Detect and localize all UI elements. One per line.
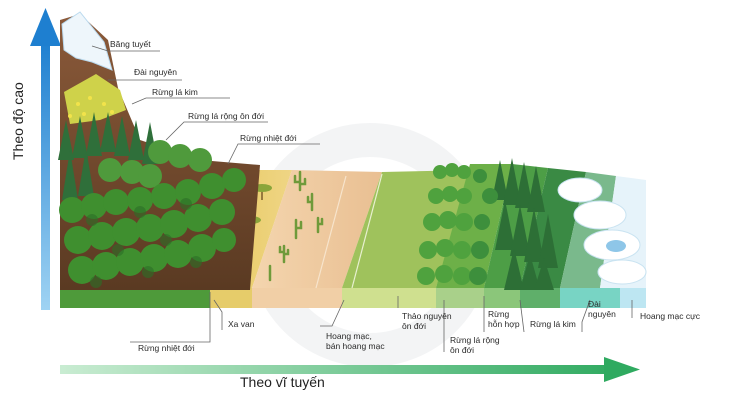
- vertical-axis-label: Theo độ cao: [10, 82, 26, 160]
- label-lat-steppe-line1: Thảo nguyên: [402, 311, 452, 321]
- label-lat-savanna: Xa van: [228, 319, 255, 329]
- label-alt-ice: Băng tuyết: [110, 39, 151, 49]
- label-alt-tundra: Đài nguyên: [134, 67, 178, 77]
- desert-cacti: [268, 170, 324, 282]
- latitude-base-strip: [60, 288, 646, 308]
- label-lat-tundra: Đài nguyên: [588, 299, 616, 320]
- latitude-leader-lines: [130, 292, 633, 352]
- broadleaf-trees-lat: [417, 163, 498, 285]
- polar-snow: [557, 177, 647, 285]
- label-lat-broadleaf-line1: Rừng lá rộng: [450, 335, 500, 345]
- label-lat-desert: Hoang mạc, bán hoang mạc: [326, 331, 385, 352]
- label-lat-mixed-line1: Rừng: [488, 309, 510, 319]
- mountain: [58, 11, 260, 290]
- label-lat-desert-line2: bán hoang mạc: [326, 340, 385, 351]
- label-lat-polar: Hoang mạc cực: [640, 311, 701, 321]
- label-lat-steppe-line2: ôn đới: [402, 320, 427, 331]
- label-lat-tropical: Rừng nhiệt đới: [138, 343, 195, 353]
- label-alt-tropical: Rừng nhiệt đới: [240, 133, 297, 143]
- horizontal-axis-arrow: [60, 357, 640, 382]
- label-lat-broadleaf-line2: ôn đới: [450, 344, 475, 355]
- label-lat-conifer: Rừng lá kim: [530, 319, 576, 329]
- label-lat-mixed: Rừng hỗn hợp: [488, 309, 520, 330]
- label-lat-desert-line1: Hoang mạc,: [326, 331, 372, 341]
- label-lat-mixed-line2: hỗn hợp: [488, 318, 520, 329]
- label-lat-tundra-line2: nguyên: [588, 308, 616, 319]
- label-lat-broadleaf: Rừng lá rộng ôn đới: [450, 335, 500, 356]
- horizontal-axis-label: Theo vĩ tuyến: [240, 374, 325, 390]
- label-lat-steppe: Thảo nguyên ôn đới: [402, 311, 452, 332]
- vertical-axis-arrow: [30, 8, 61, 310]
- label-lat-tundra-line1: Đài: [588, 299, 601, 309]
- altitude-leader-lines: [91, 45, 320, 165]
- label-alt-conifer: Rừng lá kim: [152, 87, 198, 97]
- conifer-trees-lat: [492, 158, 558, 290]
- label-alt-broadleaf: Rừng lá rộng ôn đới: [188, 111, 265, 121]
